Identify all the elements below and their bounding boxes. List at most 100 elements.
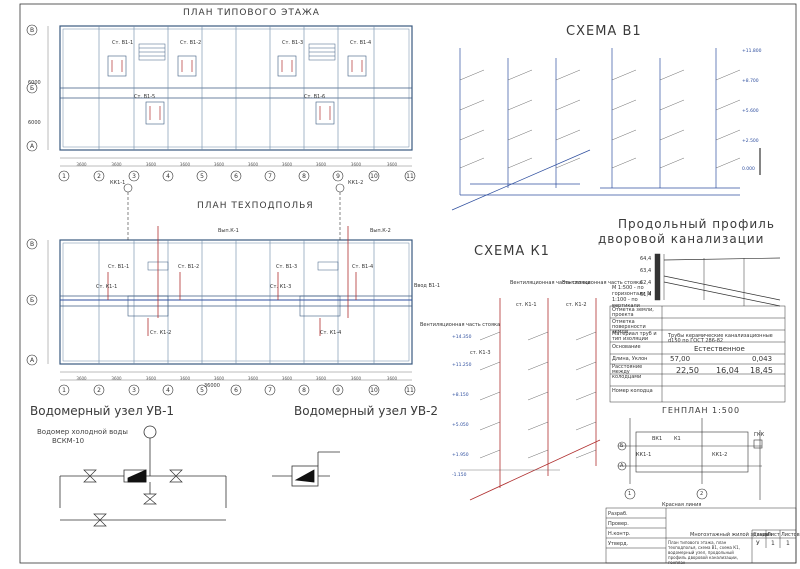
- genplan-label: ВК1: [652, 436, 663, 442]
- axis-number: 1: [62, 387, 66, 394]
- axis-number-bubble: [93, 170, 105, 182]
- genplan-axis: А: [620, 463, 624, 469]
- profile-distance: 16,04: [716, 366, 739, 375]
- axis-letter-bubble: [26, 238, 38, 250]
- profile-slope: 0,043: [752, 355, 773, 363]
- axis-letter-bubble: [26, 140, 38, 152]
- axis-number: 3: [132, 387, 136, 394]
- axis-number: 2: [97, 173, 101, 180]
- axis-number: 11: [406, 173, 414, 180]
- profile-table: [609, 305, 786, 403]
- axis-letter: В: [30, 27, 34, 34]
- axis-spacing: 3600: [351, 162, 362, 167]
- axis-spacing: 3600: [316, 376, 327, 381]
- meter-uv1-title: Водомерный узел УВ-1: [30, 404, 175, 418]
- axis-number: 7: [268, 173, 272, 180]
- axis-number: 11: [406, 387, 414, 394]
- axis-number-bubble: [128, 384, 140, 396]
- profile-title-line1: Продольный профиль: [618, 217, 775, 231]
- k1-vent-label: Вентиляционная часть стояка: [562, 280, 643, 286]
- riser-label: Ст. К1-3: [270, 284, 292, 290]
- b1-level-mark: 0.000: [742, 166, 755, 172]
- axis-number: 10: [370, 173, 378, 180]
- axis-spacing: 3600: [146, 162, 157, 167]
- profile-row-label: Расстояние между колодцами: [612, 364, 643, 380]
- axis-number-bubble: [196, 170, 208, 182]
- k1-vent-label: Вентиляционная часть стояка: [510, 280, 591, 286]
- plan-tech-dims: [47, 240, 412, 381]
- b1-level-mark: +2.500: [742, 138, 759, 144]
- b1-level-mark: +5.600: [742, 108, 759, 114]
- b1-level-mark: +8.700: [742, 78, 759, 84]
- axis-spacing: 3600: [111, 162, 122, 167]
- axis-spacing: 3600: [76, 376, 87, 381]
- profile-row-label: Номер колодца: [612, 388, 653, 394]
- axis-number-bubble: [264, 384, 276, 396]
- axis-number-bubble: [196, 384, 208, 396]
- axis-spacing: 3600: [214, 162, 225, 167]
- axis-number: 2: [97, 387, 101, 394]
- axis-number: 1: [62, 173, 66, 180]
- scheme-k1: [460, 298, 601, 501]
- k1-level-mark: +5.050: [452, 422, 469, 428]
- stamp-sheets-num: 1: [786, 540, 790, 547]
- stamp-sheet-num: 1: [771, 540, 775, 547]
- axis-spacing: 3600: [351, 376, 362, 381]
- stamp-row: Н.контр.: [608, 531, 631, 537]
- stamp-sheet: Лист: [767, 532, 780, 538]
- axis-number-bubble: [162, 384, 174, 396]
- riser-label: Ст. В1-5: [134, 94, 156, 100]
- k1-level-mark: +11.250: [452, 362, 472, 368]
- axis-spacing: 3600: [387, 376, 398, 381]
- b1-level-mark: +11.800: [742, 48, 762, 54]
- axis-spacing: 3600: [180, 376, 191, 381]
- wells-lines: [123, 183, 345, 240]
- profile-distance: 18,45: [750, 366, 773, 375]
- riser-label: Ст. К1-1: [96, 284, 118, 290]
- meter-uv2: [272, 451, 340, 487]
- axis-number-bubble: [298, 384, 310, 396]
- stamp-title: Многоэтажный жилой здание: [690, 532, 770, 538]
- axis-letter-bubble: [26, 294, 38, 306]
- stamp-row: Утверд.: [608, 541, 629, 547]
- profile-level: 61,4: [640, 292, 652, 298]
- meter-uv2-title: Водомерный узел УВ-2: [294, 404, 439, 418]
- k1-level-mark: +14.350: [452, 334, 472, 340]
- k1-riser-label: ст. К1-3: [470, 350, 491, 356]
- axis-letter-bubble: [26, 24, 38, 36]
- stamp-desc: План типового этажа, план техподполья, с…: [668, 540, 740, 565]
- axis-letter-bubble: [26, 354, 38, 366]
- k1-riser-label: ст. К1-2: [566, 302, 587, 308]
- axis-number: 4: [166, 173, 170, 180]
- meter-uv1: [59, 425, 227, 527]
- axis-number-bubble: [368, 384, 380, 396]
- axis-spacing: 3600: [248, 376, 259, 381]
- axis-spacing: 3600: [111, 376, 122, 381]
- axis-number-bubble: [404, 384, 416, 396]
- axis-number-bubble: [162, 170, 174, 182]
- profile-drawing: [654, 253, 781, 307]
- k1-level-mark: +8.150: [452, 392, 469, 398]
- genplan-label: КК1-1: [636, 452, 652, 458]
- axis-spacing: 3600: [282, 162, 293, 167]
- k1-riser-label: ст. К1-1: [516, 302, 537, 308]
- axis-number: 4: [166, 387, 170, 394]
- well-label-1: КК1-1: [110, 180, 126, 186]
- stamp-stage-value: У: [756, 540, 760, 547]
- axis-number-bubble: [58, 170, 70, 182]
- axis-spacing: 3600: [316, 162, 327, 167]
- genplan-street: Красная линия: [662, 502, 702, 508]
- plan-tech-underground: [59, 226, 413, 365]
- axis-number: 6: [234, 173, 238, 180]
- k1-level-mark: -1.150: [452, 472, 467, 478]
- scheme-k1-title: СХЕМА К1: [474, 244, 550, 259]
- axis-number: 9: [336, 387, 340, 394]
- stamp-row: Провер.: [608, 521, 629, 527]
- axis-number: 5: [200, 387, 204, 394]
- profile-row-label: Отметка земли, проекта: [612, 307, 654, 318]
- axis-letter: А: [30, 357, 35, 364]
